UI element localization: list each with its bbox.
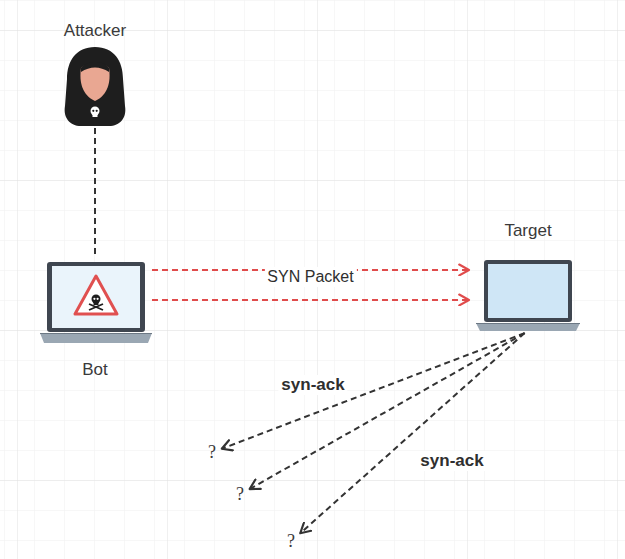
bot-laptop [40,262,152,343]
node-label: ? [236,484,244,505]
edge-label: syn-ack [278,375,347,395]
node-label: Bot [82,359,108,380]
node-label: Target [504,220,551,241]
packet-arrow [222,333,525,449]
packet-arrow [300,333,524,533]
packet-arrow [250,333,525,489]
target-laptop [476,260,580,331]
unknown-endpoint: ? [205,440,219,465]
packet-arrow [152,299,469,301]
bot-node: Bot [38,255,152,380]
control-link [94,128,96,255]
unknown-endpoint: ? [233,482,247,507]
node-label: Attacker [64,20,126,41]
edge-label: SYN Packet [264,267,356,287]
attacker-node: Attacker [45,20,145,128]
node-label: ? [287,531,295,552]
unknown-endpoint: ? [284,529,298,554]
node-label: ? [208,442,216,463]
attacker-icon [65,47,126,126]
edge-label: syn-ack [417,451,486,471]
target-node: Target [472,220,584,332]
